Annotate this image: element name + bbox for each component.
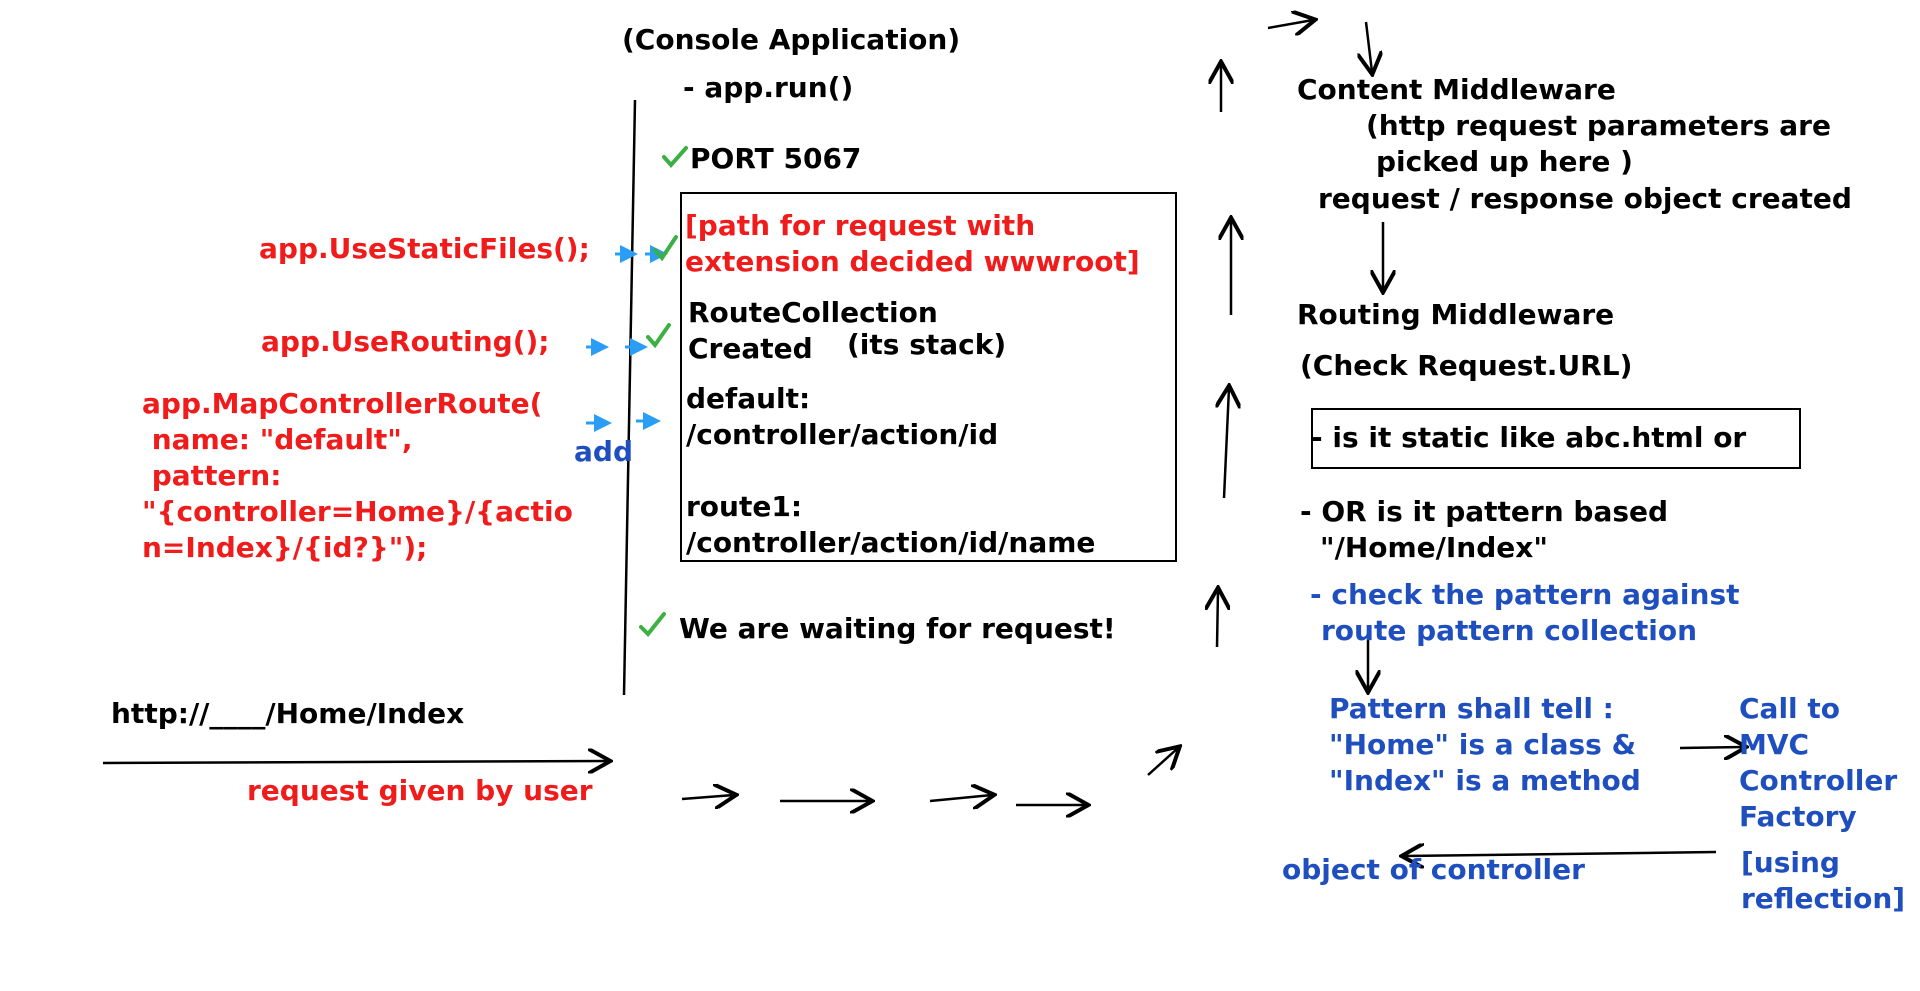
map-route-line-4: "{controller=Home}/{actio <box>142 495 573 528</box>
static-path-line-1: [path for request with <box>685 209 1036 242</box>
static-question: - is it static like abc.html or <box>1311 421 1747 454</box>
route-collection-line-2: Created <box>688 332 813 365</box>
flow-arrow-3 <box>929 795 992 801</box>
waiting-label: We are waiting for request! <box>679 612 1116 645</box>
up-arrow-2 <box>1224 388 1229 499</box>
map-route-line-1: app.MapControllerRoute( <box>142 387 543 420</box>
call-to-line-1: Call to <box>1739 692 1841 725</box>
use-static-files: app.UseStaticFiles(); <box>259 232 590 265</box>
app-run: - app.run() <box>683 71 854 104</box>
content-note-line-1: (http request parameters are <box>1366 109 1831 142</box>
flow-arrow-5 <box>1147 748 1178 776</box>
add-label: add <box>574 435 633 468</box>
use-routing: app.UseRouting(); <box>261 325 550 358</box>
check-pattern-line-2: route pattern collection <box>1321 614 1698 647</box>
map-route-line-2: name: "default", <box>142 423 413 456</box>
top-arrow-right <box>1267 20 1313 28</box>
default-route-pattern: /controller/action/id <box>686 418 999 451</box>
factory-to-object-arrow <box>1404 852 1717 856</box>
check-pattern-line-1: - check the pattern against <box>1310 578 1740 611</box>
checkmark-icon <box>639 612 666 637</box>
top-arrow-down <box>1366 21 1372 72</box>
route1-pattern: /controller/action/id/name <box>686 526 1096 559</box>
request-arrow <box>102 761 608 763</box>
pattern-tell-line-1: Pattern shall tell : <box>1329 692 1614 725</box>
call-to-line-4: Factory <box>1739 800 1857 833</box>
content-middleware-title: Content Middleware <box>1297 73 1616 106</box>
pattern-question-line-2: "/Home/Index" <box>1320 531 1548 564</box>
pattern-tell-line-3: "Index" is a method <box>1329 764 1641 797</box>
default-route-label: default: <box>686 382 811 415</box>
content-note-line-2: picked up here ) <box>1376 145 1633 178</box>
call-to-line-2: MVC <box>1739 728 1810 761</box>
map-route-line-5: n=Index}/{id?}"); <box>142 531 428 564</box>
console-divider-line <box>622 99 637 696</box>
flow-arrow-1 <box>681 795 734 799</box>
request-url: http://____/Home/Index <box>111 697 465 730</box>
call-to-line-3: Controller <box>1739 764 1898 797</box>
checkmark-icon <box>653 235 678 262</box>
its-stack-label: (its stack) <box>847 328 1007 361</box>
route-collection-box <box>680 192 1177 562</box>
console-title: (Console Application) <box>622 23 961 56</box>
map-route-line-3: pattern: <box>142 459 282 492</box>
routing-middleware-title: Routing Middleware <box>1297 298 1615 331</box>
checkmark-icon <box>662 146 688 169</box>
static-check-box <box>1311 408 1801 469</box>
object-of-controller: object of controller <box>1282 853 1585 886</box>
route-collection-line-1: RouteCollection <box>688 296 938 329</box>
request-caption: request given by user <box>247 774 593 807</box>
checkmark-icon <box>646 323 671 349</box>
route1-label: route1: <box>686 490 803 523</box>
reflection-line-2: reflection] <box>1741 882 1906 915</box>
pattern-tell-line-2: "Home" is a class & <box>1329 728 1637 761</box>
req-resp-created: request / response object created <box>1318 182 1852 215</box>
check-request-url: (Check Request.URL) <box>1300 349 1633 382</box>
up-arrow-1 <box>1217 590 1218 648</box>
pattern-question-line-1: - OR is it pattern based <box>1300 495 1669 528</box>
port-label: PORT 5067 <box>690 142 862 175</box>
static-path-line-2: extension decided wwwroot] <box>685 245 1140 278</box>
pattern-to-call-arrow <box>1679 747 1744 748</box>
reflection-line-1: [using <box>1741 846 1840 879</box>
